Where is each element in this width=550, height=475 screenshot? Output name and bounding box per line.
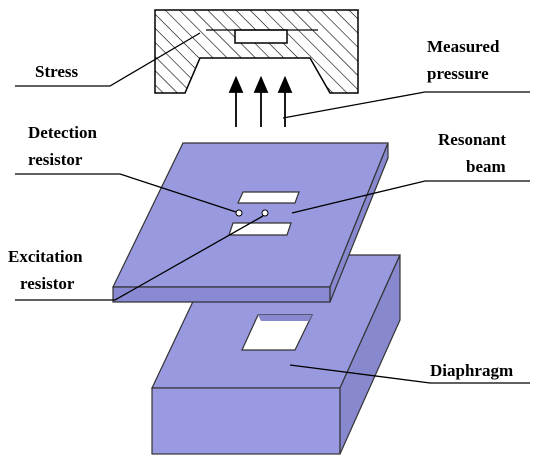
measured-pressure-leader <box>282 91 530 119</box>
leader-lines <box>15 32 530 384</box>
resonant-beam-label-1: Resonant <box>438 130 506 149</box>
excitation-resistor-label-1: Excitation <box>8 247 83 266</box>
base-side-face <box>339 254 401 455</box>
resonant-plate <box>112 142 389 303</box>
resonant-beam-label-2: beam <box>466 157 506 176</box>
diaphragm-label: Diaphragm <box>430 361 513 380</box>
excitation-resistor-label-2: resistor <box>20 274 75 293</box>
plate-front-face <box>112 286 331 303</box>
diaphragm-leader <box>289 364 530 384</box>
pressure-arrows <box>228 75 293 127</box>
detection-resistor-label-2: resistor <box>28 150 83 169</box>
detection-resistor-label-1: Detection <box>28 123 97 142</box>
lower-slot <box>228 222 292 236</box>
stress-leader <box>15 32 201 87</box>
stress-block <box>154 9 359 94</box>
stress-cavity <box>234 29 288 44</box>
diaphragm-window-shade <box>258 315 312 321</box>
stress-block-body <box>154 9 359 94</box>
upper-slot <box>237 191 300 204</box>
stress-label: Stress <box>35 62 79 81</box>
measured-pressure-label-1: Measured <box>427 37 500 56</box>
detection-resistor-dot <box>235 209 243 217</box>
excitation-resistor-leader <box>15 215 264 301</box>
base-front-face <box>151 387 341 455</box>
measured-pressure-label-2: pressure <box>427 64 489 83</box>
excitation-resistor-dot <box>261 209 269 217</box>
plate-side-face <box>329 142 389 303</box>
resonant-beam-leader <box>291 180 530 214</box>
detection-resistor-leader <box>15 173 237 213</box>
